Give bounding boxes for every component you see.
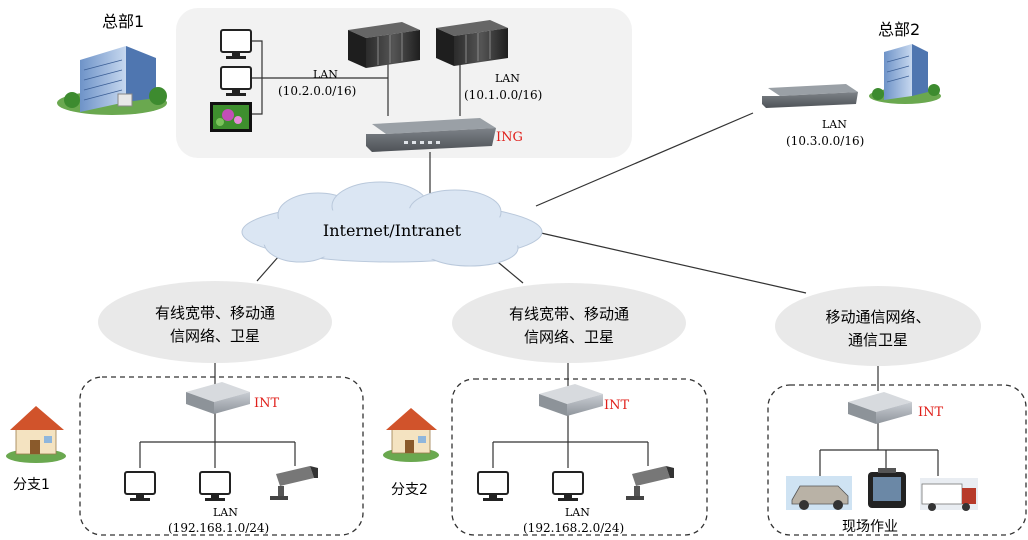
cloud-label: Internet/Intranet — [323, 221, 462, 240]
rugged-tablet-icon — [868, 468, 906, 508]
mobile-station-icon — [920, 478, 978, 511]
hq1-monitor-icon — [220, 29, 252, 59]
branch1-camera-icon — [270, 466, 318, 500]
hq1-lan-b-label: LAN — [495, 72, 520, 85]
branch1-box — [79, 376, 364, 536]
branch1-link-bubble — [98, 281, 332, 363]
hq1-video-display-icon — [210, 102, 252, 132]
int-device-icon — [186, 382, 250, 414]
branch2-house-icon — [383, 408, 439, 462]
int-device-icon — [848, 392, 912, 424]
branch1-lan-label: LAN — [213, 506, 238, 519]
hq1-lan-a-label: LAN — [313, 68, 338, 81]
branch1-lan-subnet: (192.168.1.0/24) — [168, 521, 269, 535]
field-link-line1: 移动通信网络、 — [825, 308, 930, 326]
branch2-link-line1: 有线宽带、移动通 — [509, 305, 629, 323]
hq1-label: 总部1 — [102, 12, 144, 31]
hq1-monitor-icon — [220, 66, 252, 96]
branch2-lan-label: LAN — [565, 506, 590, 519]
branch1-link-line2: 信网络、卫星 — [170, 327, 260, 345]
branch2-int-label: INT — [604, 398, 630, 413]
hq1-panel — [176, 8, 632, 158]
ing-gateway-icon — [366, 118, 496, 152]
branch1-label: 分支1 — [13, 477, 50, 493]
server-rack-icon — [436, 20, 508, 66]
hq1-lan-a-subnet: (10.2.0.0/16) — [278, 84, 356, 98]
field-label: 现场作业 — [842, 519, 898, 535]
branch1-monitor-icon — [124, 471, 156, 501]
vehicle-icon — [786, 476, 852, 510]
field-link-bubble — [775, 286, 981, 366]
branch1-int-label: INT — [254, 396, 280, 411]
branch1-link-line1: 有线宽带、移动通 — [155, 304, 275, 322]
hq2-lan-label: LAN — [822, 118, 847, 131]
hq2-building-icon — [869, 44, 941, 104]
branch2-monitor-icon — [477, 471, 509, 501]
branch1-house-icon — [6, 406, 66, 463]
branch2-box — [451, 378, 708, 536]
field-link-line2: 通信卫星 — [848, 331, 908, 349]
server-rack-icon — [348, 22, 420, 68]
branch2-label: 分支2 — [391, 482, 428, 498]
hq1-lan-b-subnet: (10.1.0.0/16) — [464, 88, 542, 102]
branch1-monitor-icon — [199, 471, 231, 501]
hq2-gateway-icon — [762, 84, 858, 108]
hq2-lan-subnet: (10.3.0.0/16) — [786, 134, 864, 148]
hq2-label: 总部2 — [878, 20, 920, 39]
branch2-lan-subnet: (192.168.2.0/24) — [523, 521, 624, 535]
branch2-monitor-icon — [552, 471, 584, 501]
internet-cloud — [241, 181, 543, 267]
branch2-link-line2: 信网络、卫星 — [524, 328, 614, 346]
field-int-label: INT — [918, 405, 944, 420]
ing-label: ING — [496, 130, 523, 145]
branch2-camera-icon — [626, 466, 674, 500]
int-device-icon — [539, 384, 603, 416]
field-box — [767, 384, 1027, 536]
branch2-link-bubble — [452, 283, 686, 363]
hq1-building-icon — [57, 46, 167, 115]
connection-lines — [139, 40, 939, 476]
